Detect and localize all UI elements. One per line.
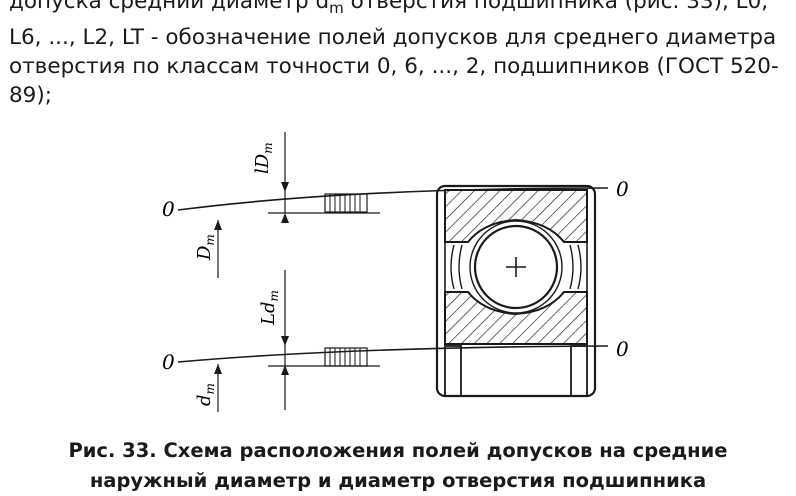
paragraph-line-1-start: допуска средний диаметр d (9, 0, 330, 14)
inner-ring-hatched (444, 291, 588, 345)
paragraph-line-3: отверстия по классам точности 0, 6, ...,… (9, 54, 779, 79)
paragraph-line-4: 89); (9, 83, 52, 108)
dm-inner-label: dm (194, 383, 217, 406)
bearing-tolerance-figure: 0 0 lDm Dm Ldm 0 0 (150, 120, 640, 424)
paragraph-line-2: L6, ..., L2, LT - обозначение полей допу… (9, 25, 777, 50)
paragraph-line-1: допуска средний диаметр dm отверстия под… (9, 0, 791, 23)
outer-ring-hatched (444, 189, 588, 243)
bearing-cross-section (435, 184, 597, 398)
inner-bore-right (570, 345, 588, 397)
inner-tolerance-field (324, 347, 368, 367)
ldm-inner-label: Ldm (258, 290, 281, 326)
dm-outer-label: Dm (194, 234, 217, 261)
outer-zero-left-label: 0 (162, 197, 175, 221)
outer-tolerance-field (324, 193, 368, 213)
caption-line-2: наружный диаметр и диаметр отверстия под… (89, 469, 707, 492)
outer-zero-line (177, 187, 609, 211)
bearing-diagram: 0 0 lDm Dm Ldm 0 0 (162, 132, 629, 412)
paragraph-subscript-m: m (329, 0, 344, 17)
inner-zero-line (177, 345, 609, 363)
inner-zero-right-label: 0 (616, 337, 629, 361)
figure-caption: Рис. 33. Схема расположения полей допуск… (0, 436, 796, 496)
caption-line-1: Рис. 33. Схема расположения полей допуск… (68, 439, 728, 462)
inner-zero-left-label: 0 (162, 350, 175, 374)
inner-bore-left (444, 345, 462, 397)
body-paragraph: допуска средний диаметр dm отверстия под… (9, 0, 791, 110)
outer-zero-right-label: 0 (616, 177, 629, 201)
paragraph-line-1-end: отверстия подшипника (рис. 33), L0, (343, 0, 769, 14)
ldm-label: lDm (252, 142, 275, 174)
